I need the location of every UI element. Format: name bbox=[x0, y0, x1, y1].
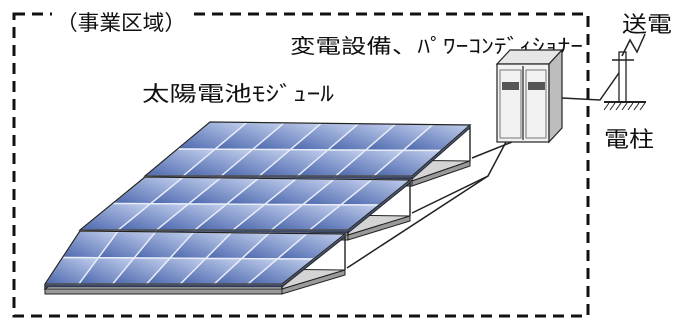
meter-left-icon bbox=[502, 82, 519, 90]
ground-hatch bbox=[603, 102, 646, 111]
mounting-base-front bbox=[44, 288, 283, 295]
hatch-line bbox=[615, 102, 622, 111]
transmission-arrow bbox=[621, 33, 646, 57]
panel-outline bbox=[78, 176, 412, 231]
area-label-background bbox=[52, 4, 192, 34]
mounting-base-side bbox=[281, 269, 346, 295]
area-label: （事業区域） bbox=[56, 11, 186, 35]
panel-outline bbox=[143, 121, 472, 177]
business-area-border bbox=[12, 12, 590, 318]
solar-arrays bbox=[43, 121, 472, 295]
mounting-base-side bbox=[411, 160, 471, 187]
hatch-line bbox=[633, 102, 640, 111]
panel-outline bbox=[43, 230, 347, 285]
wire-array-3 bbox=[346, 175, 489, 269]
hatch-line bbox=[621, 102, 628, 111]
mounting-base-side bbox=[347, 215, 411, 241]
cabinet-door-left bbox=[499, 69, 522, 139]
hatch-line bbox=[627, 102, 634, 111]
meter-right-icon bbox=[528, 82, 545, 90]
cabinet-door-right bbox=[525, 69, 547, 139]
hatch-line bbox=[609, 102, 616, 111]
wire-to-pole bbox=[561, 69, 622, 101]
hatch-line bbox=[603, 102, 610, 111]
cabinet-side bbox=[548, 48, 563, 144]
utility-pole-icon bbox=[603, 33, 646, 111]
pole-label: 電柱 bbox=[604, 128, 654, 153]
solar-panel-array-3 bbox=[43, 230, 347, 295]
wiring bbox=[346, 69, 622, 269]
module-label: 太陽電池ﾓｼﾞｭｰﾙ bbox=[142, 82, 335, 106]
transmission-label: 送電 bbox=[622, 13, 672, 38]
power-conditioner-cabinet-icon bbox=[495, 48, 564, 144]
hatch-line bbox=[639, 102, 646, 111]
solar-panel-array-2 bbox=[78, 176, 412, 241]
